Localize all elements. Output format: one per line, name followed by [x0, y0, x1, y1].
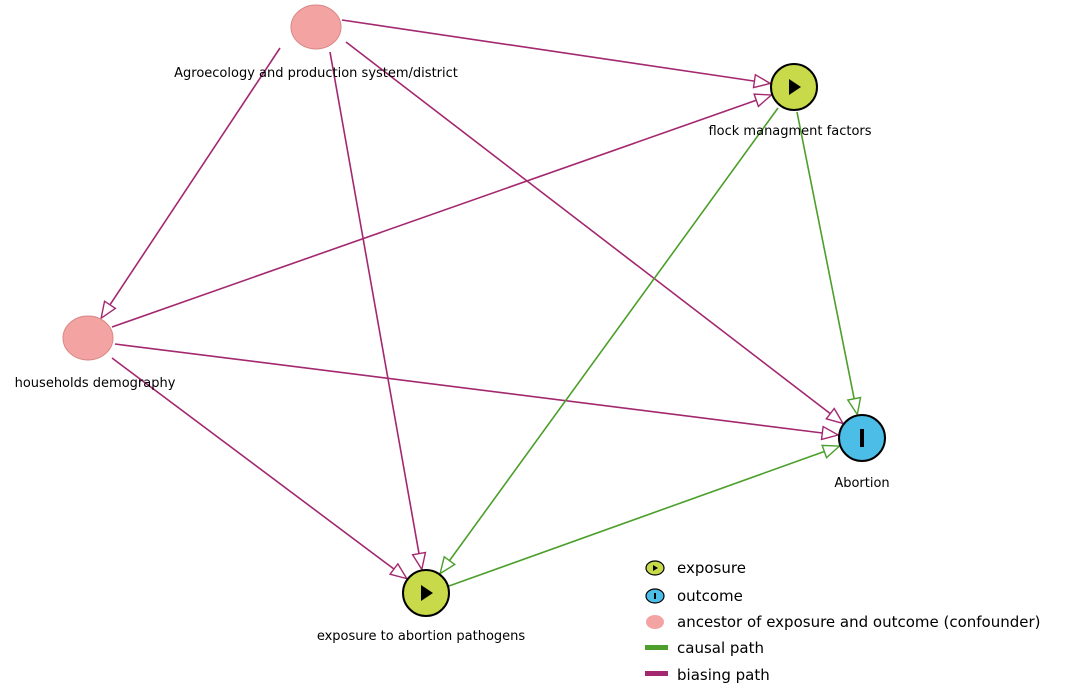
- causal-edge-flock-to-pathogens: [439, 107, 779, 576]
- legend-label-confounder: ancestor of exposure and outcome (confou…: [677, 613, 1041, 631]
- causal-edge-flock-to-abortion: [796, 111, 862, 417]
- legend-label-outcome: outcome: [677, 587, 743, 605]
- legend-confounder-swatch: [646, 615, 664, 629]
- legend-item-causal: causal path: [645, 639, 764, 657]
- biasing-edge-agro-to-pathogens: [329, 51, 427, 572]
- legend-item-exposure: exposure: [645, 559, 746, 577]
- edge-line: [111, 357, 395, 570]
- node-label-households-demography: households demography: [15, 376, 176, 391]
- biasing-edge-households-to-pathogens: [111, 357, 409, 580]
- arrowhead: [821, 444, 842, 459]
- node-flock-management[interactable]: flock managment factors: [708, 63, 872, 139]
- edge-line: [796, 111, 855, 399]
- arrowhead: [820, 425, 841, 441]
- arrowhead: [100, 300, 117, 320]
- node-label-flock-management: flock managment factors: [708, 124, 871, 139]
- node-label-abortion: Abortion: [834, 476, 889, 491]
- confounder-node-circle: [290, 4, 342, 50]
- edge-line: [448, 107, 779, 562]
- legend-label-exposure: exposure: [677, 559, 746, 577]
- edge-line: [114, 343, 823, 434]
- legend-causal-swatch: [645, 645, 668, 650]
- play-icon: [421, 585, 433, 601]
- biasing-edge-households-to-abortion: [114, 343, 841, 441]
- play-icon: [789, 79, 801, 95]
- legend-item-outcome: outcome: [645, 587, 743, 605]
- legend-label-causal: causal path: [677, 639, 764, 657]
- node-agroecology[interactable]: Agroecology and production system/distri…: [174, 4, 458, 81]
- biasing-edge-agro-to-flock: [341, 19, 773, 89]
- legend: exposure outcome ancestor of exposure an…: [645, 559, 1041, 684]
- legend-label-biasing: biasing path: [677, 666, 770, 684]
- arrowhead: [752, 73, 773, 89]
- biasing-edge-households-to-flock: [111, 93, 774, 328]
- nodes-layer: Agroecology and production system/distri…: [15, 4, 890, 644]
- biasing-edge-agro-to-abortion: [345, 41, 845, 425]
- arrowhead: [825, 407, 845, 425]
- legend-item-biasing: biasing path: [645, 666, 770, 684]
- biasing-edge-agro-to-households: [100, 47, 281, 320]
- outcome-bar-icon: [654, 593, 656, 599]
- arrowhead: [388, 562, 409, 580]
- edge-line: [448, 450, 825, 587]
- node-households-demography[interactable]: households demography: [15, 315, 176, 391]
- legend-biasing-swatch: [645, 671, 668, 676]
- arrowhead: [411, 551, 427, 572]
- edges-layer: [100, 19, 862, 587]
- edge-line: [341, 19, 755, 82]
- arrowhead: [846, 396, 862, 417]
- arrowhead: [439, 555, 457, 576]
- edge-line: [109, 47, 281, 306]
- legend-item-confounder: ancestor of exposure and outcome (confou…: [646, 613, 1041, 631]
- outcome-bar-icon: [860, 429, 864, 447]
- edge-line: [345, 41, 831, 415]
- node-abortion[interactable]: Abortion: [834, 414, 890, 491]
- node-label-abortion-pathogens: exposure to abortion pathogens: [317, 629, 526, 644]
- arrowhead: [753, 93, 774, 108]
- causal-edge-pathogens-to-abortion: [448, 444, 842, 587]
- confounder-node-circle: [62, 315, 114, 361]
- edge-line: [111, 99, 757, 328]
- play-icon: [653, 565, 658, 571]
- node-label-agroecology: Agroecology and production system/distri…: [174, 66, 458, 81]
- node-abortion-pathogens[interactable]: exposure to abortion pathogens: [317, 569, 526, 644]
- edge-line: [329, 51, 420, 554]
